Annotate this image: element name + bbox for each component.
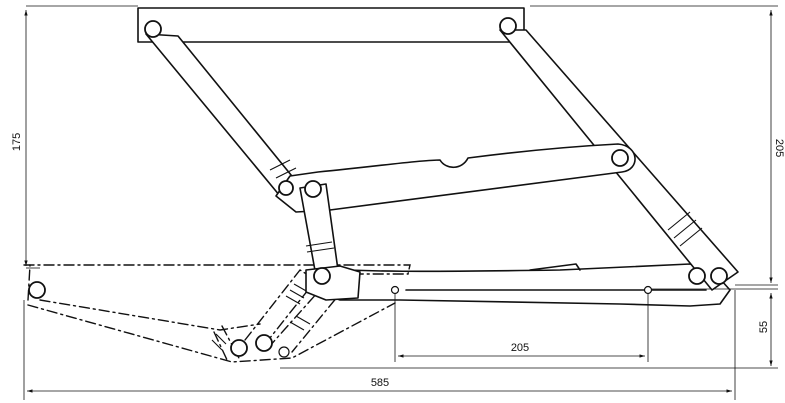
folded-position-outline bbox=[23, 264, 411, 363]
base-right-pin bbox=[643, 285, 653, 295]
middle-left-pin-a bbox=[278, 180, 294, 196]
folded-hatch-3 bbox=[211, 333, 227, 351]
base-center-pin bbox=[390, 285, 400, 295]
middle-left-pin-b bbox=[304, 180, 322, 198]
top-platform-bar bbox=[137, 7, 525, 43]
pivot-pins bbox=[28, 17, 728, 358]
middle-arm-outline bbox=[275, 143, 636, 213]
folded-base-bar bbox=[23, 264, 411, 275]
folded-lower-pin-a bbox=[230, 339, 248, 357]
folded-lower-pin-c bbox=[278, 346, 290, 358]
left-main-link-outline bbox=[145, 33, 301, 197]
base-left-pin bbox=[313, 267, 331, 285]
overall-length-label: 585 bbox=[371, 377, 389, 389]
left-main-link bbox=[145, 33, 301, 197]
left-main-link-band bbox=[269, 159, 297, 179]
right-main-link-band bbox=[667, 211, 703, 247]
folded-upper-diagonal bbox=[39, 299, 261, 331]
pivot-spacing-label: 205 bbox=[511, 342, 529, 354]
base-end-pin-a bbox=[688, 267, 706, 285]
top-bar-outline bbox=[137, 7, 525, 43]
base-bar bbox=[317, 263, 731, 307]
base-end-pin-b bbox=[710, 267, 728, 285]
folded-bracket bbox=[213, 325, 241, 363]
folded-base-lower bbox=[27, 264, 31, 301]
base-bar-top-step bbox=[529, 263, 581, 271]
folded-lower-diagonal bbox=[27, 302, 396, 363]
top-right-pin bbox=[499, 17, 517, 35]
vertical-link-band bbox=[305, 241, 335, 253]
folded-lower-pin-b bbox=[255, 334, 273, 352]
folded-hatch-2 bbox=[289, 315, 311, 331]
base-lever bbox=[305, 265, 361, 301]
folded-base-pin bbox=[28, 281, 46, 299]
middle-right-pin bbox=[611, 149, 629, 167]
left-height-label: 175 bbox=[11, 133, 23, 151]
folded-link-left bbox=[244, 269, 318, 349]
lower-right-height-label: 55 bbox=[758, 321, 770, 333]
base-bar-outline bbox=[317, 263, 731, 307]
base-lever-outline bbox=[305, 265, 361, 301]
middle-arm bbox=[275, 143, 636, 213]
right-height-label: 205 bbox=[773, 139, 785, 157]
dimension-lines bbox=[23, 5, 778, 400]
top-left-pin bbox=[144, 20, 162, 38]
folded-link-right bbox=[267, 291, 340, 353]
